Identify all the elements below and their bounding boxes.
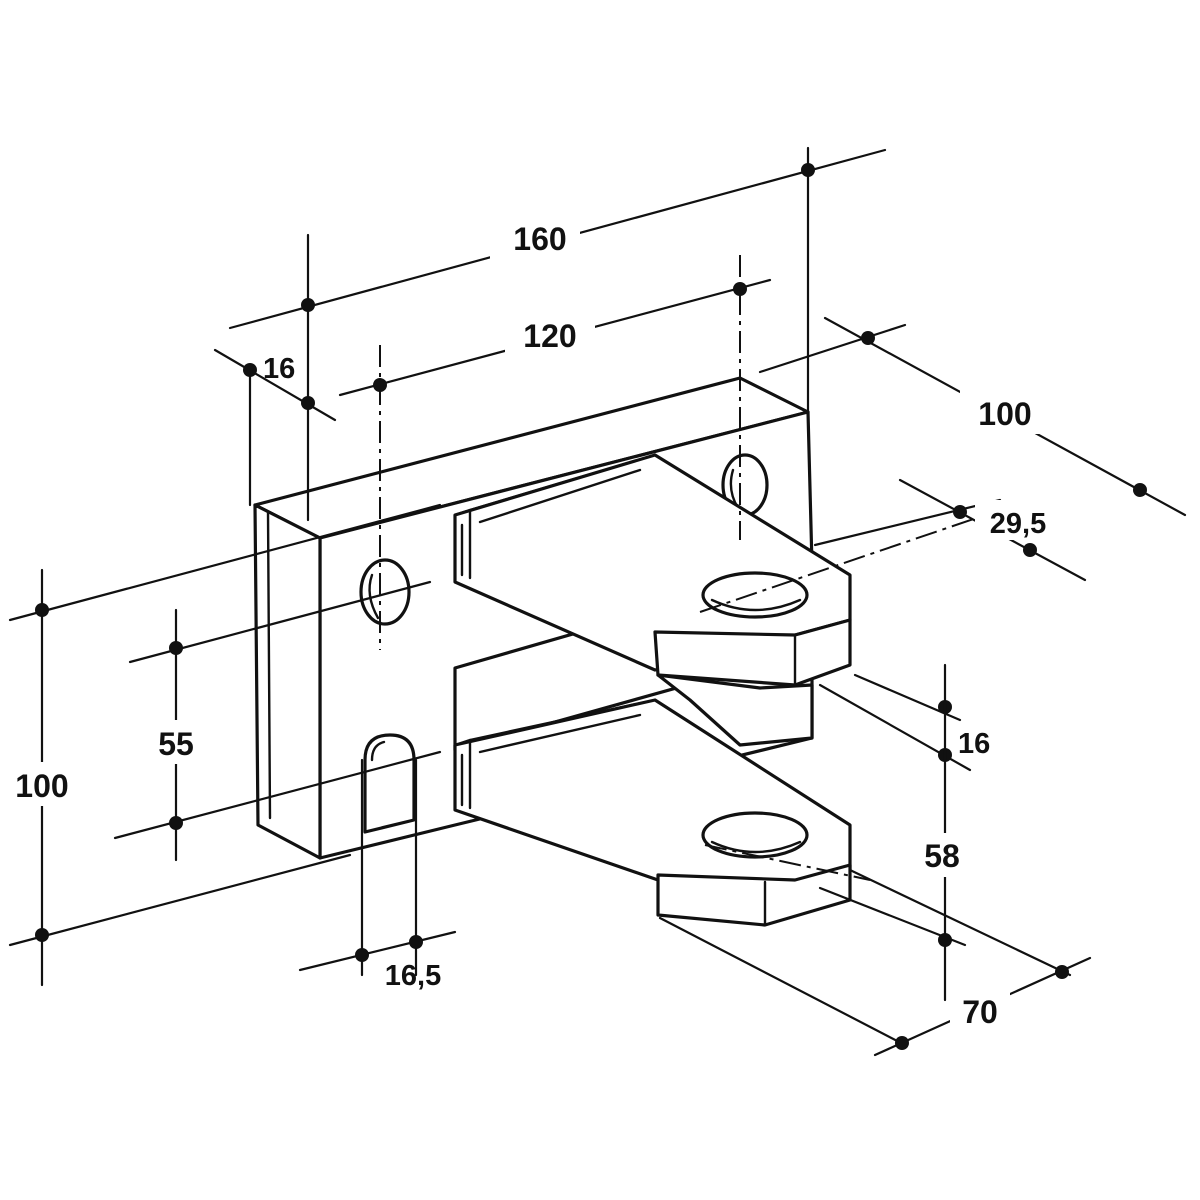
dimension-55: 55 (113, 580, 442, 862)
dimension-16-plate: 16 (213, 348, 337, 507)
label-29-5: 29,5 (990, 508, 1046, 540)
dimension-70: 70 (658, 868, 1092, 1057)
label-120: 120 (523, 318, 576, 354)
label-55: 55 (158, 726, 194, 762)
dimension-16-5: 16,5 (298, 758, 457, 992)
dimension-100-depth: 100 (758, 316, 1187, 517)
lower-lug (453, 698, 852, 927)
label-16-5: 16,5 (385, 960, 441, 992)
upper-lug (453, 453, 852, 747)
label-70: 70 (962, 994, 998, 1030)
center-lines (379, 255, 1001, 881)
dimension-100-height: 100 (5, 503, 442, 987)
dimension-120: 120 (338, 278, 772, 397)
dimension-160: 160 (228, 146, 887, 522)
mounting-hole-top-left (359, 558, 411, 626)
dimension-16-lug: 16 (818, 673, 990, 772)
label-100-depth: 100 (978, 396, 1031, 432)
dimension-29-5: 29,5 (813, 478, 1087, 582)
label-160: 160 (513, 221, 566, 257)
label-100-height: 100 (15, 768, 68, 804)
label-16-plate: 16 (263, 353, 295, 385)
dimension-58: 58 (818, 663, 970, 1002)
label-58: 58 (924, 838, 960, 874)
label-16-lug: 16 (958, 728, 990, 760)
